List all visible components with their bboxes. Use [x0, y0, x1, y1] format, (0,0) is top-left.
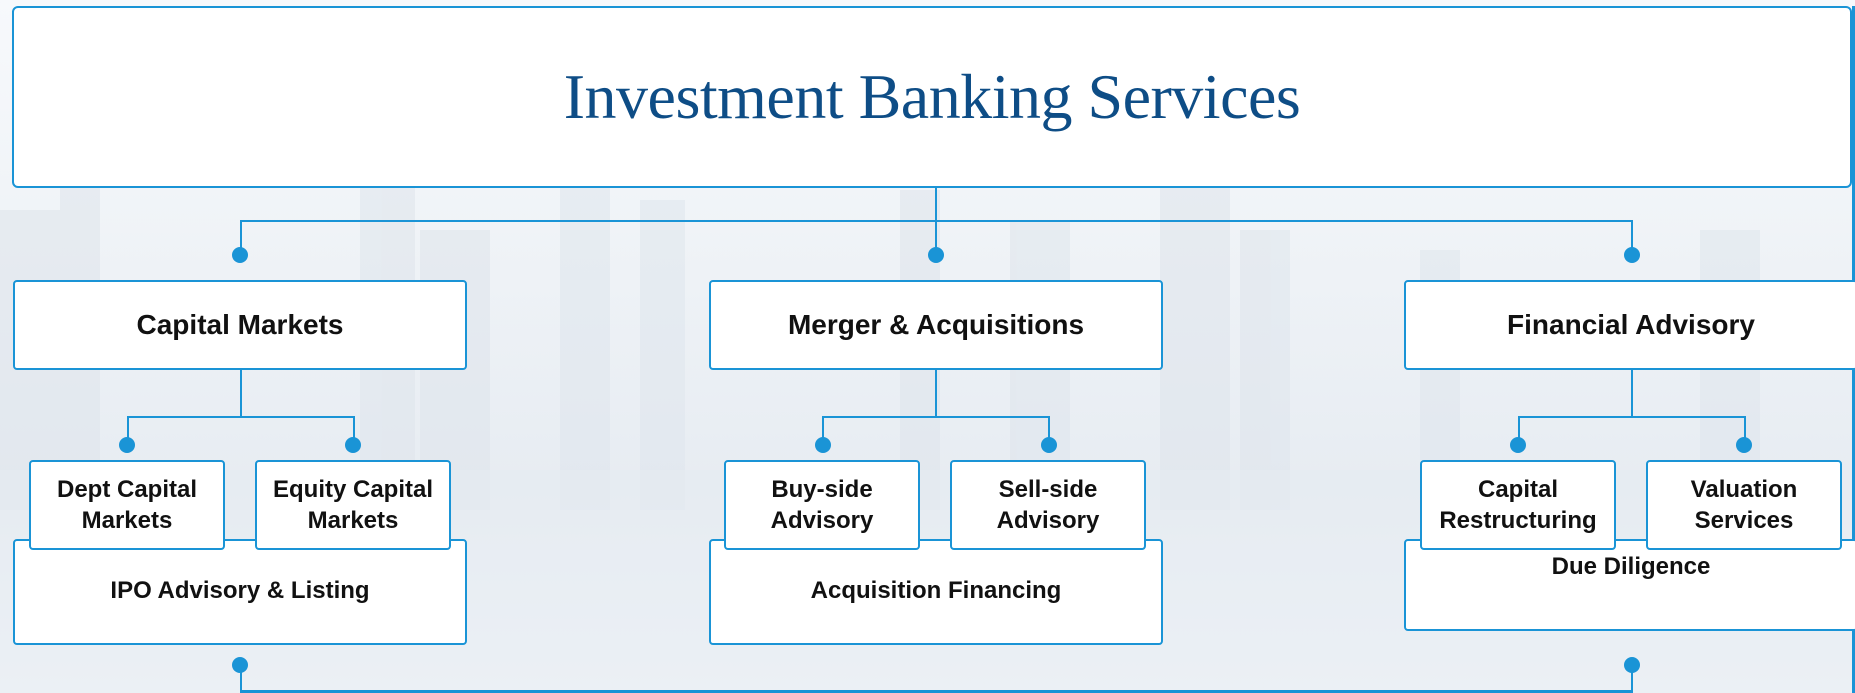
connector-dot — [1510, 437, 1526, 453]
bottom-box-ipo-advisory: IPO Advisory & Listing — [13, 539, 467, 645]
category-box-financial-advisory: Financial Advisory — [1404, 280, 1855, 370]
bottom-label: Due Diligence — [1551, 553, 1711, 580]
connector-drop — [822, 416, 824, 444]
category-label: Financial Advisory — [1507, 309, 1755, 340]
sub-box-dept-capital-markets: Dept Capital Markets — [29, 460, 225, 550]
connector-dot — [345, 437, 361, 453]
connector-dot — [1736, 437, 1752, 453]
bottom-label: Acquisition Financing — [810, 577, 1062, 604]
sub-box-valuation-services: Valuation Services — [1646, 460, 1842, 550]
category-box-merger-acquisitions: Merger & Acquisitions — [709, 280, 1163, 370]
connector-stem — [935, 370, 937, 416]
connector-drop — [1518, 416, 1520, 444]
connector-drop — [127, 416, 129, 444]
connector-branch — [127, 416, 354, 418]
connector-stem — [240, 370, 242, 416]
page-title: Investment Banking Services — [563, 61, 1301, 132]
connector-dot — [1624, 247, 1640, 263]
connector-dot — [1041, 437, 1057, 453]
connector-dot — [119, 437, 135, 453]
bottom-box-acquisition-financing: Acquisition Financing — [709, 539, 1163, 645]
sub-label: Capital Restructuring — [1439, 475, 1597, 534]
title-box: Investment Banking Services — [12, 6, 1852, 188]
connector-drop — [353, 416, 355, 444]
category-label: Capital Markets — [136, 309, 344, 340]
category-box-capital-markets: Capital Markets — [13, 280, 467, 370]
sub-box-sell-side-advisory: Sell-side Advisory — [950, 460, 1146, 550]
sub-box-equity-capital-markets: Equity Capital Markets — [255, 460, 451, 550]
connector-drop-fa — [1631, 220, 1633, 254]
bottom-label: IPO Advisory & Listing — [110, 577, 370, 604]
sub-label: Valuation Services — [1690, 475, 1798, 534]
connector-branch — [822, 416, 1049, 418]
connector-dot — [1624, 657, 1640, 673]
connector-title-stem — [935, 188, 937, 220]
category-label: Merger & Acquisitions — [787, 309, 1085, 340]
connector-branch — [1518, 416, 1745, 418]
connector-dot — [232, 657, 248, 673]
sub-box-buy-side-advisory: Buy-side Advisory — [724, 460, 920, 550]
connector-drop-cm — [240, 220, 242, 254]
connector-dot — [232, 247, 248, 263]
sub-label: Equity Capital Markets — [272, 475, 434, 534]
connector-stem — [1631, 370, 1633, 416]
connector-dot — [928, 247, 944, 263]
connector-dot — [815, 437, 831, 453]
sub-label: Dept Capital Markets — [56, 475, 197, 534]
sub-label: Sell-side Advisory — [996, 475, 1100, 534]
bottom-box-due-diligence: Due Diligence — [1404, 539, 1855, 631]
sub-box-capital-restructuring: Capital Restructuring — [1420, 460, 1616, 550]
sub-label: Buy-side Advisory — [770, 475, 874, 534]
